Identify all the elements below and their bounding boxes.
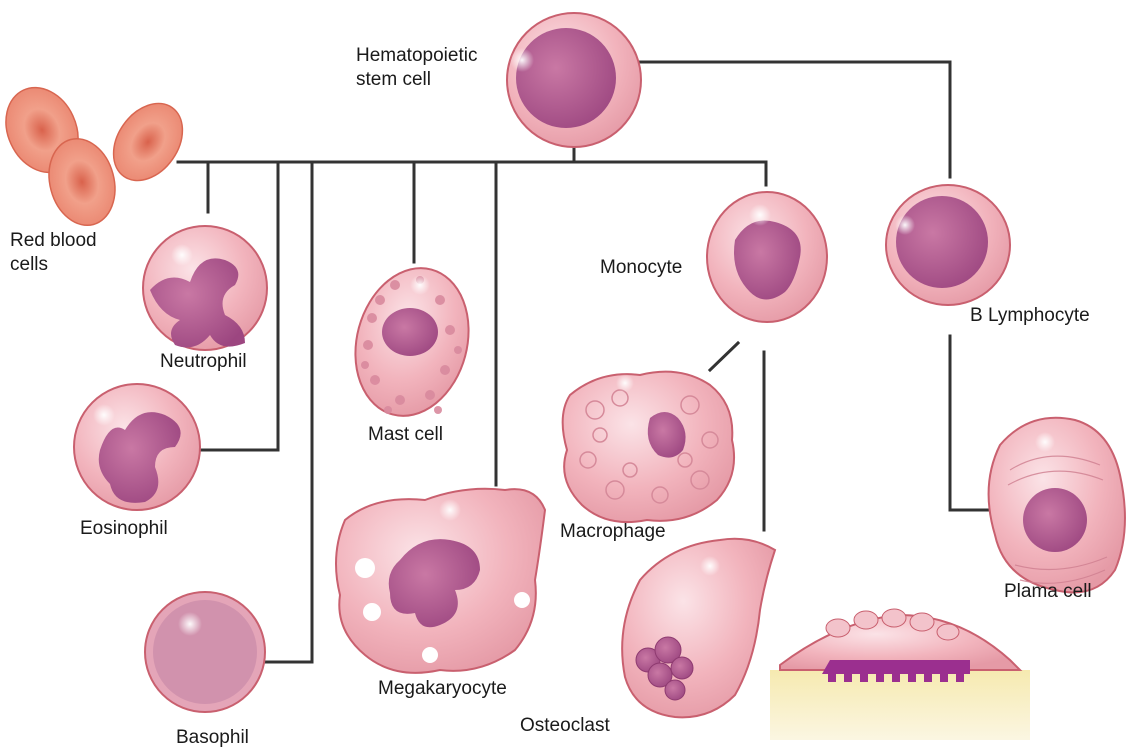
label-eosinophil: Eosinophil [80, 517, 168, 541]
basophil-cell [145, 592, 265, 712]
line-rbc-branch [178, 162, 766, 185]
megakaryocyte-cell [336, 489, 545, 673]
line-hsc-to-b [640, 62, 950, 177]
label-red-blood-cells: Red blood cells [10, 229, 120, 277]
monocyte-cell [707, 192, 827, 322]
label-megakaryocyte: Megakaryocyte [378, 677, 507, 701]
label-osteoclast: Osteoclast [520, 714, 610, 738]
b-lymphocyte-cell [886, 185, 1010, 305]
plasma-cell [989, 418, 1125, 593]
red-blood-cells [0, 76, 197, 233]
label-mast-cell: Mast cell [368, 423, 443, 447]
line-b-to-plasma [950, 336, 988, 510]
neutrophil-cell [143, 226, 267, 350]
mast-cell [339, 255, 484, 428]
hsc-cell [507, 13, 641, 147]
label-basophil: Basophil [176, 726, 249, 750]
bone-resorption-illustration [770, 609, 1030, 740]
line-mono-to-macrophage [710, 343, 738, 370]
label-macrophage: Macrophage [560, 520, 666, 544]
eosinophil-cell [74, 384, 200, 510]
label-neutrophil: Neutrophil [160, 350, 247, 374]
label-b-lymphocyte: B Lymphocyte [970, 304, 1090, 328]
label-plasma-cell: Plama cell [1004, 580, 1092, 604]
macrophage-cell [563, 372, 734, 522]
connector-lines [178, 62, 988, 662]
line-basophil [258, 162, 312, 662]
label-hematopoietic-stem-cell: Hematopoietic stem cell [356, 44, 496, 92]
osteoclast-cell [622, 539, 775, 718]
label-monocyte: Monocyte [600, 256, 682, 280]
